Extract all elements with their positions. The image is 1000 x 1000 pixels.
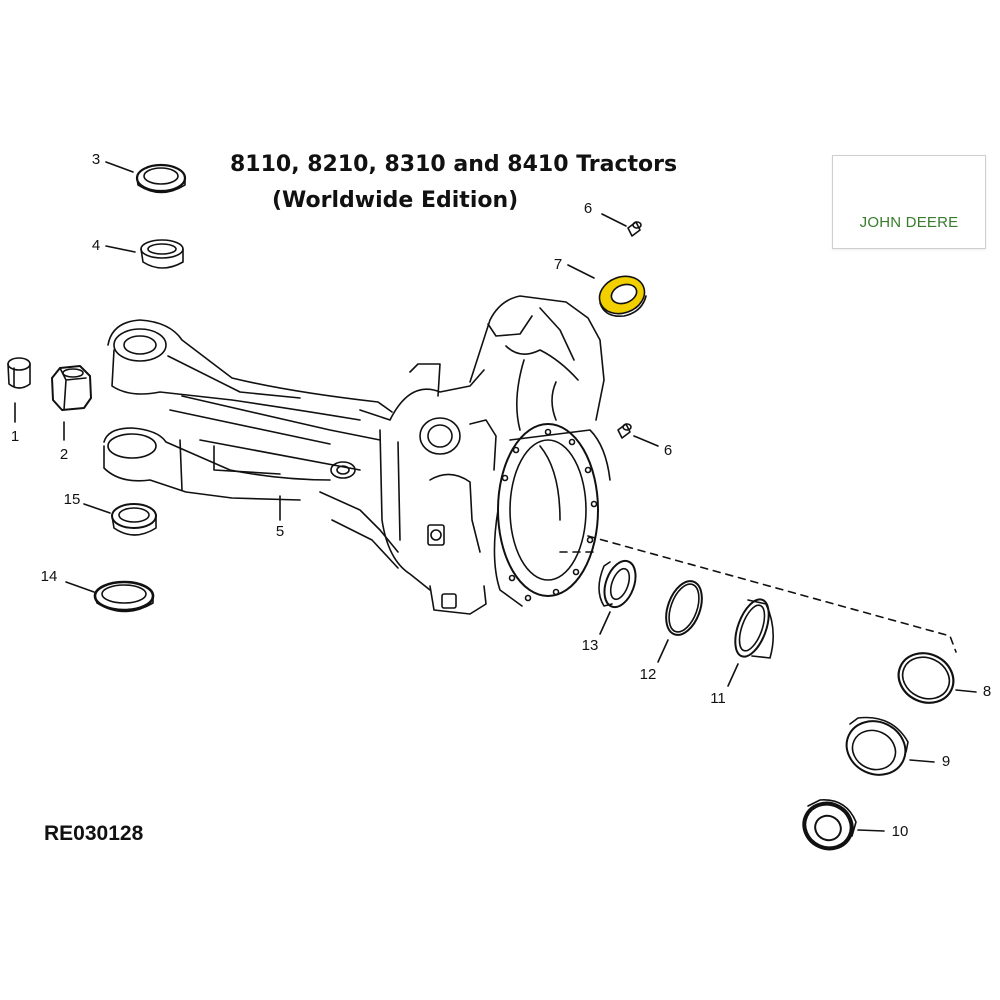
part-14-seal[interactable] — [93, 580, 155, 613]
john-deere-logo-text: JOHN DEERE — [859, 214, 959, 231]
part-6-pin-upper[interactable] — [627, 221, 642, 237]
callout-6-lower: 6 — [663, 442, 673, 459]
diagram-subtitle: (Worldwide Edition) — [272, 188, 519, 213]
callout-3: 3 — [91, 151, 101, 168]
leader-line-6-lower — [633, 435, 659, 447]
part-13-seal[interactable] — [598, 557, 642, 612]
callout-10: 10 — [891, 823, 909, 840]
leader-line-4 — [105, 245, 136, 253]
callout-9: 9 — [941, 753, 951, 770]
leader-line-6-upper — [601, 213, 627, 227]
assembly-axis-dashed — [587, 535, 957, 653]
part-6-pin-lower[interactable] — [617, 423, 632, 439]
leader-line-10 — [857, 829, 885, 832]
leader-line-3 — [105, 161, 134, 173]
part-2-nut[interactable] — [51, 365, 92, 411]
leader-line-15 — [83, 503, 111, 514]
part-11-bushing[interactable] — [729, 595, 776, 661]
callout-4: 4 — [91, 237, 101, 254]
callout-11: 11 — [710, 690, 726, 707]
leader-line-7 — [567, 264, 595, 279]
part-12-snap-ring[interactable] — [659, 576, 708, 640]
part-8-o-ring[interactable] — [890, 644, 961, 711]
diagram-title: 8110, 8210, 8310 and 8410 Tractors — [230, 152, 678, 177]
john-deere-logo: JOHN DEERE — [832, 155, 986, 249]
callout-2: 2 — [59, 446, 69, 463]
callout-14: 14 — [40, 568, 58, 585]
leader-line-13 — [599, 611, 611, 635]
callout-6-upper: 6 — [583, 200, 593, 217]
part-10-bearing[interactable] — [797, 796, 859, 856]
part-1-bushing[interactable] — [7, 357, 31, 389]
leader-line-8 — [955, 689, 977, 693]
part-5-axle-housing[interactable] — [103, 295, 611, 615]
callout-12: 12 — [639, 666, 657, 683]
callout-15: 15 — [63, 491, 81, 508]
part-3-seal-ring[interactable] — [135, 163, 187, 194]
callout-1: 1 — [10, 428, 20, 445]
leader-line-12 — [657, 639, 669, 663]
callout-8: 8 — [982, 683, 992, 700]
part-7-thrust-washer[interactable] — [594, 270, 650, 320]
reference-code: RE030128 — [44, 822, 144, 845]
part-4-bushing[interactable] — [140, 239, 184, 269]
callout-7: 7 — [553, 256, 563, 273]
part-15-seal[interactable] — [111, 503, 157, 536]
leader-line-14 — [65, 581, 95, 593]
leader-line-11 — [727, 663, 739, 687]
callout-13: 13 — [581, 637, 599, 654]
leader-line-9 — [909, 759, 935, 763]
callout-5: 5 — [275, 523, 285, 540]
part-9-seal[interactable] — [838, 712, 914, 784]
